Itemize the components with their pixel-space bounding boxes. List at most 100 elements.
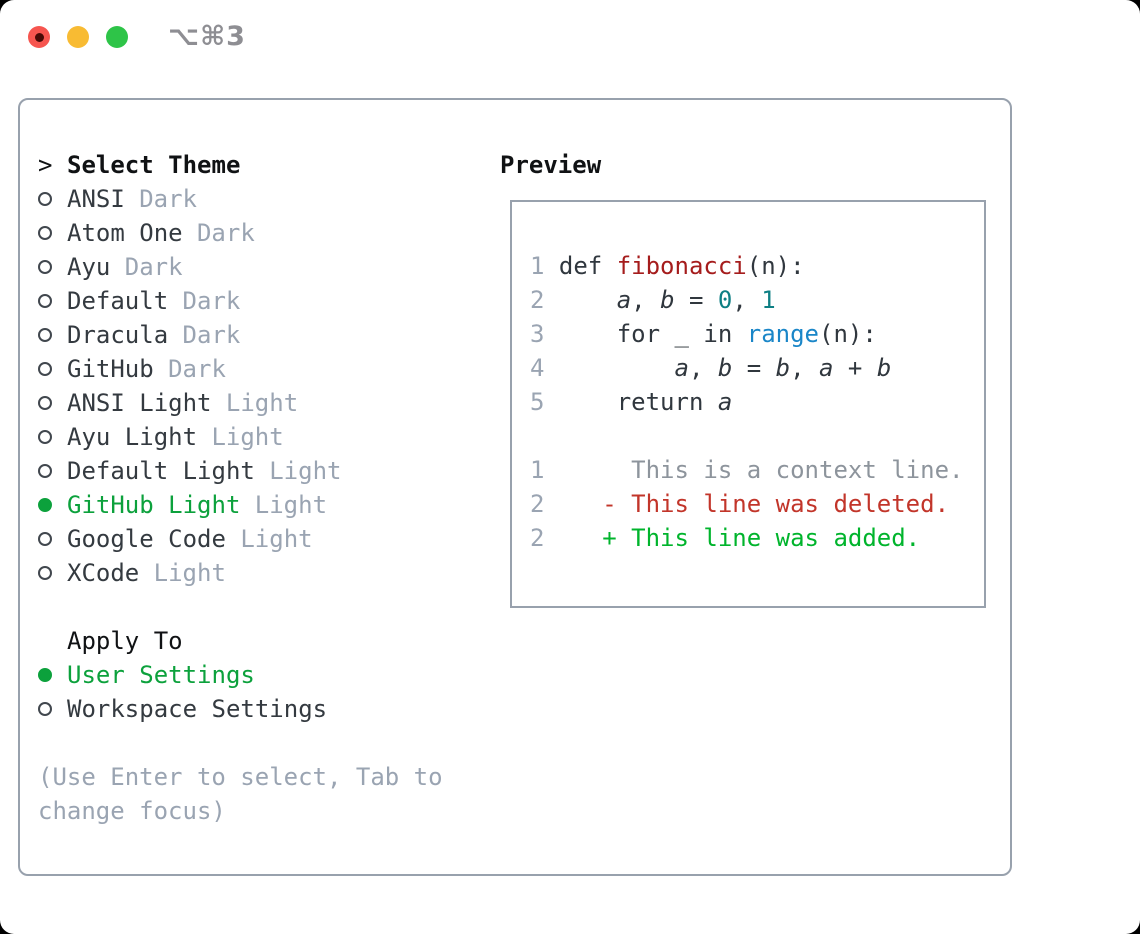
theme-name: GitHub	[67, 355, 154, 383]
theme-variant-tag: Light	[153, 559, 226, 587]
radio-icon	[38, 464, 52, 478]
code-segment-plain: =	[674, 286, 718, 314]
radio-cell	[38, 362, 67, 376]
line-number: 2	[530, 490, 545, 518]
code-segment-plain: ,	[732, 286, 762, 314]
minimize-button[interactable]	[67, 26, 89, 48]
theme-variant-tag: Dark	[168, 355, 226, 383]
radio-cell	[38, 294, 67, 308]
code-segment-plain: +	[833, 354, 877, 382]
line-number: 5	[530, 388, 545, 416]
cursor-icon: >	[38, 151, 53, 179]
apply-option-label: Workspace Settings	[67, 695, 328, 723]
radio-cell	[38, 464, 67, 478]
line-number: 1	[530, 252, 545, 280]
apply-option-user-settings[interactable]: User Settings	[38, 658, 478, 692]
radio-icon	[38, 430, 52, 444]
spacer	[38, 590, 478, 624]
theme-name: XCode	[67, 559, 140, 587]
code-segment-plain: ,	[790, 354, 820, 382]
theme-name: Atom One	[67, 219, 183, 247]
radio-cell	[38, 260, 67, 274]
keyboard-hint: (Use Enter to select, Tab to change focu…	[38, 763, 443, 825]
preview-line-diff-added: 2 + This line was added.	[530, 521, 984, 555]
preview-line-blank	[530, 419, 984, 453]
theme-option-ayu[interactable]: Ayu Dark	[38, 250, 478, 284]
code-segment-plain: ,	[688, 354, 718, 382]
preview-line-code: 4 a, b = b, a + b	[530, 351, 984, 385]
theme-variant-tag: Light	[211, 423, 284, 451]
theme-option-default-light[interactable]: Default Light Light	[38, 454, 478, 488]
code-segment-num: 0	[717, 286, 733, 314]
radio-icon	[38, 226, 52, 240]
spacer	[38, 726, 478, 760]
theme-name: Ayu	[67, 253, 111, 281]
window-titlebar: ⌥⌘3	[0, 0, 1140, 98]
theme-variant-tag: Light	[269, 457, 342, 485]
window-title: ⌥⌘3	[168, 21, 246, 52]
theme-option-github[interactable]: GitHub Dark	[38, 352, 478, 386]
theme-name: Dracula	[67, 321, 169, 349]
code-segment-var: b	[660, 286, 675, 314]
preview-line-code: 1 def fibonacci(n):	[530, 249, 984, 283]
theme-name: Default Light	[67, 457, 255, 485]
code-segment-plain: return	[544, 388, 718, 416]
select-theme-title: Select Theme	[67, 151, 241, 179]
code-segment-call: range	[746, 320, 819, 348]
theme-name: Ayu Light	[67, 423, 198, 451]
preview-line-code: 5 return a	[530, 385, 984, 419]
line-number	[530, 422, 544, 450]
radio-cell	[38, 192, 67, 206]
code-segment-var: a	[674, 354, 689, 382]
theme-option-atom-one[interactable]: Atom One Dark	[38, 216, 478, 250]
code-segment-plain: (n):	[819, 320, 877, 348]
radio-icon	[38, 260, 52, 274]
code-segment-plain: ,	[631, 286, 661, 314]
line-number: 4	[530, 354, 545, 382]
apply-to-title: Apply To	[67, 627, 183, 655]
radio-icon	[38, 532, 52, 546]
code-segment-plain	[544, 490, 602, 518]
theme-variant-tag: Light	[254, 491, 328, 519]
radio-icon	[38, 192, 52, 206]
radio-cell	[38, 702, 67, 716]
radio-cell	[38, 566, 67, 580]
code-segment-num: 1	[761, 286, 776, 314]
theme-variant-tag: Light	[225, 389, 299, 417]
radio-cell	[38, 396, 67, 410]
code-segment-plain: for _ in	[544, 320, 747, 348]
code-segment-fn: fibonacci	[616, 252, 747, 280]
close-button[interactable]	[28, 26, 50, 48]
theme-option-ansi[interactable]: ANSI Dark	[38, 182, 478, 216]
theme-option-dracula[interactable]: Dracula Dark	[38, 318, 478, 352]
apply-option-workspace-settings[interactable]: Workspace Settings	[38, 692, 478, 726]
theme-variant-tag: Dark	[196, 219, 255, 247]
code-segment-ctx: This is a context line.	[544, 456, 964, 484]
radio-icon	[38, 396, 52, 410]
code-segment-var: a	[717, 388, 733, 416]
theme-variant-tag: Dark	[139, 185, 197, 213]
theme-option-xcode[interactable]: XCode Light	[38, 556, 478, 590]
code-segment-plain	[544, 354, 674, 382]
code-segment-add: + This line was added.	[602, 524, 921, 552]
preview-title: Preview	[500, 151, 602, 179]
code-segment-var: a	[819, 354, 834, 382]
preview-line-diff-deleted: 2 - This line was deleted.	[530, 487, 984, 521]
theme-name: ANSI	[67, 185, 125, 213]
code-segment-var: a	[616, 286, 632, 314]
radio-cell	[38, 668, 67, 682]
theme-option-ayu-light[interactable]: Ayu Light Light	[38, 420, 478, 454]
theme-variant-tag: Dark	[124, 253, 183, 281]
theme-variant-tag: Light	[240, 525, 313, 553]
theme-variant-tag: Dark	[182, 321, 241, 349]
radio-icon	[38, 294, 52, 308]
zoom-button[interactable]	[106, 26, 128, 48]
preview-line-code: 2 a, b = 0, 1	[530, 283, 984, 317]
preview-line-diff-context: 1 This is a context line.	[530, 453, 984, 487]
